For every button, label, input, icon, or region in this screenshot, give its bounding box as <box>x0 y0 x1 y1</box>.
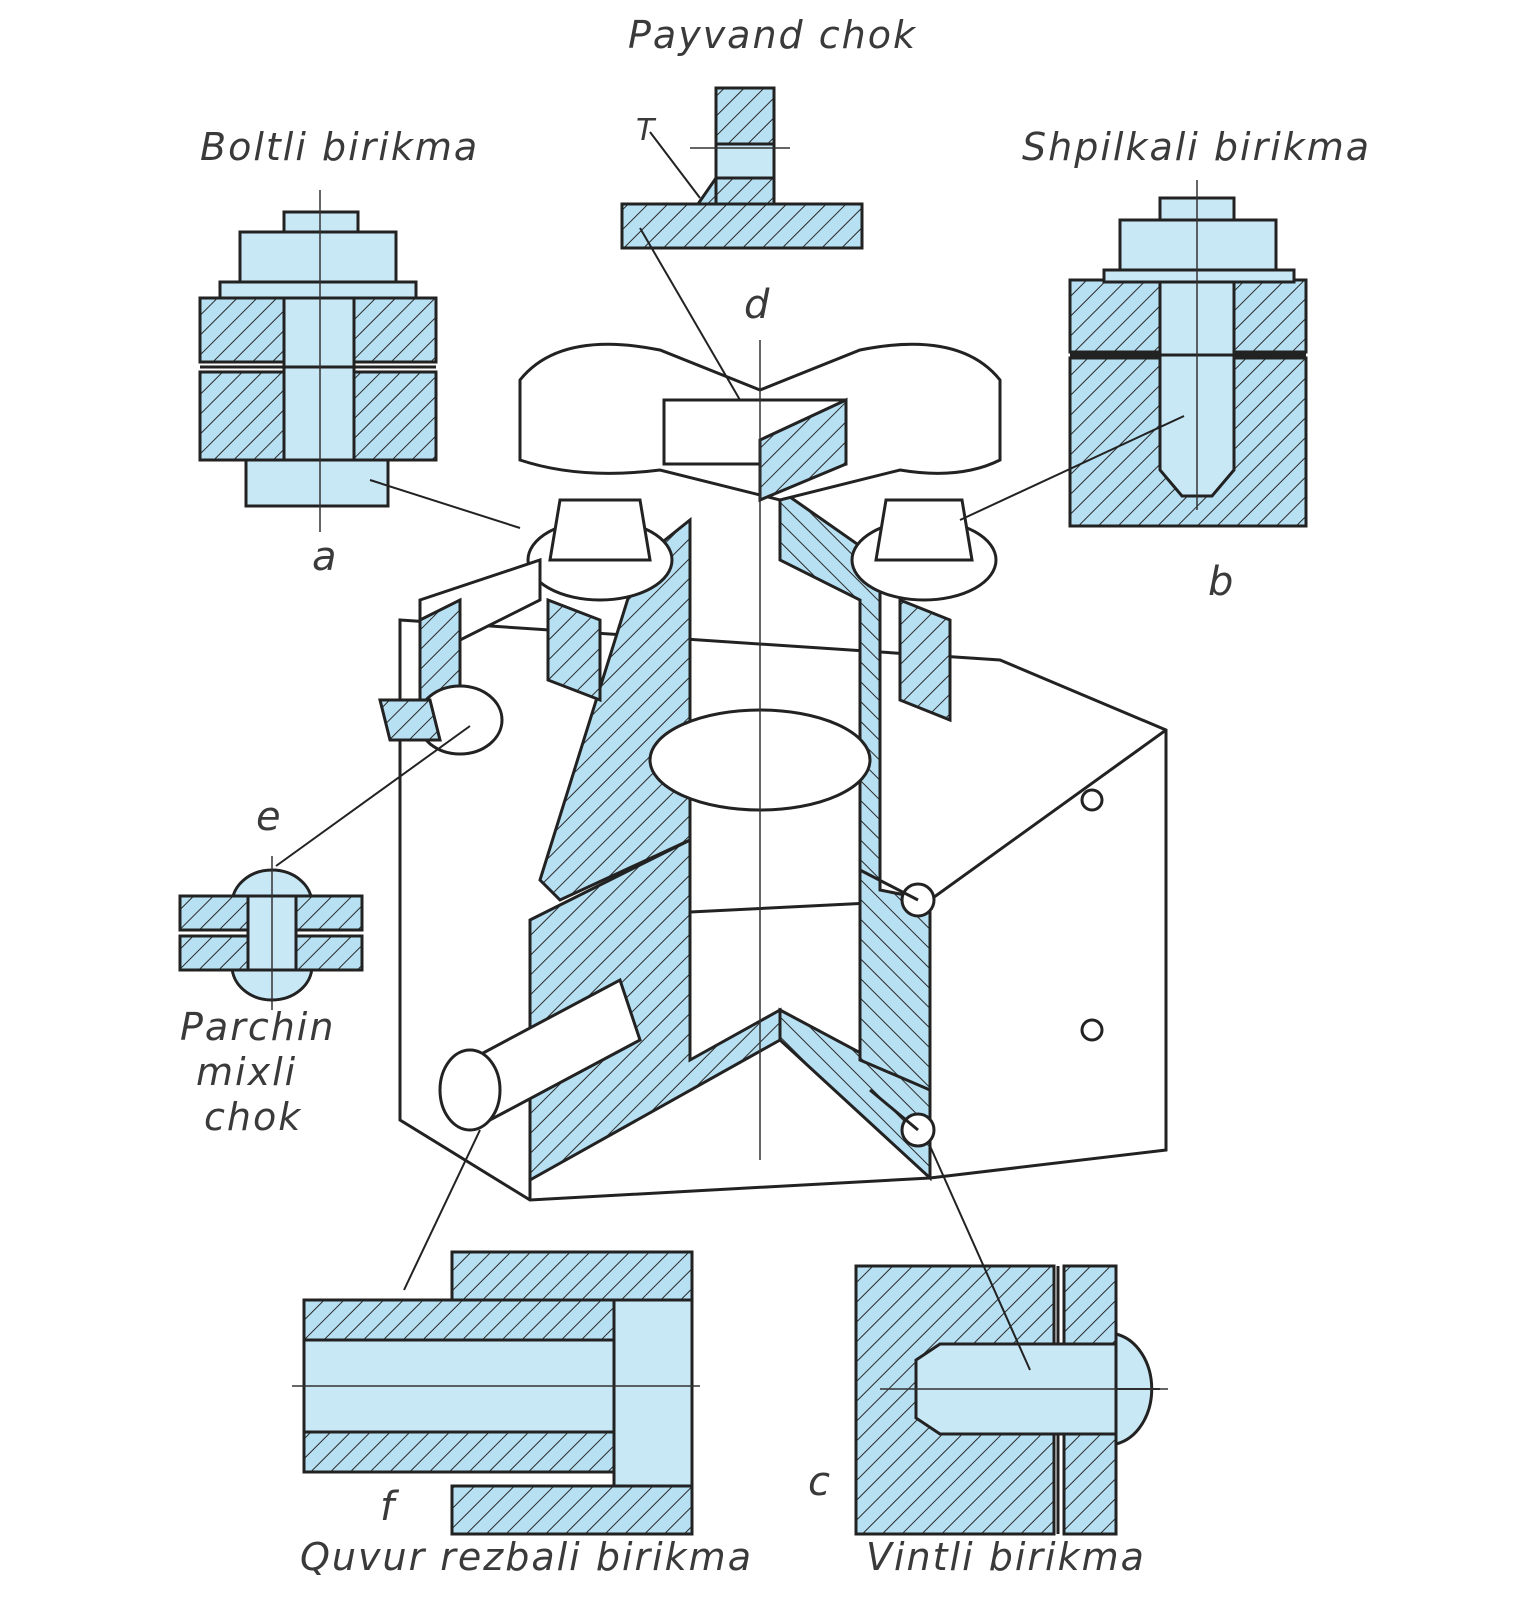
stud-joint-detail <box>1068 180 1308 528</box>
label-parchin: Parchin <box>180 1005 335 1049</box>
letter-a: a <box>312 534 339 580</box>
label-mixli: mixli <box>196 1050 297 1094</box>
label-payvand-chok: Payvand chok <box>628 13 917 57</box>
label-chok: chok <box>204 1095 302 1139</box>
pipe-thread-detail <box>292 1250 700 1536</box>
label-vintli-birikma: Vintli birikma <box>866 1535 1146 1579</box>
label-quvur-rezbali-birikma: Quvur rezbali birikma <box>300 1535 753 1579</box>
letter-T: T <box>636 113 657 148</box>
letter-e: e <box>256 794 283 840</box>
label-boltli-birikma: Boltli birikma <box>200 125 479 169</box>
leader-lines <box>275 227 1185 1371</box>
screw-joint-detail <box>854 1264 1168 1536</box>
bolt-joint-detail <box>198 190 438 532</box>
label-shpilkali-birikma: Shpilkali birikma <box>1022 125 1371 169</box>
letter-b: b <box>1208 559 1235 605</box>
letter-f: f <box>380 1484 400 1530</box>
central-assembly <box>378 340 1168 1202</box>
letter-c: c <box>808 1459 832 1505</box>
weld-joint-detail <box>620 86 864 250</box>
rivet-joint-detail <box>178 856 364 1010</box>
letter-d: d <box>744 282 771 328</box>
